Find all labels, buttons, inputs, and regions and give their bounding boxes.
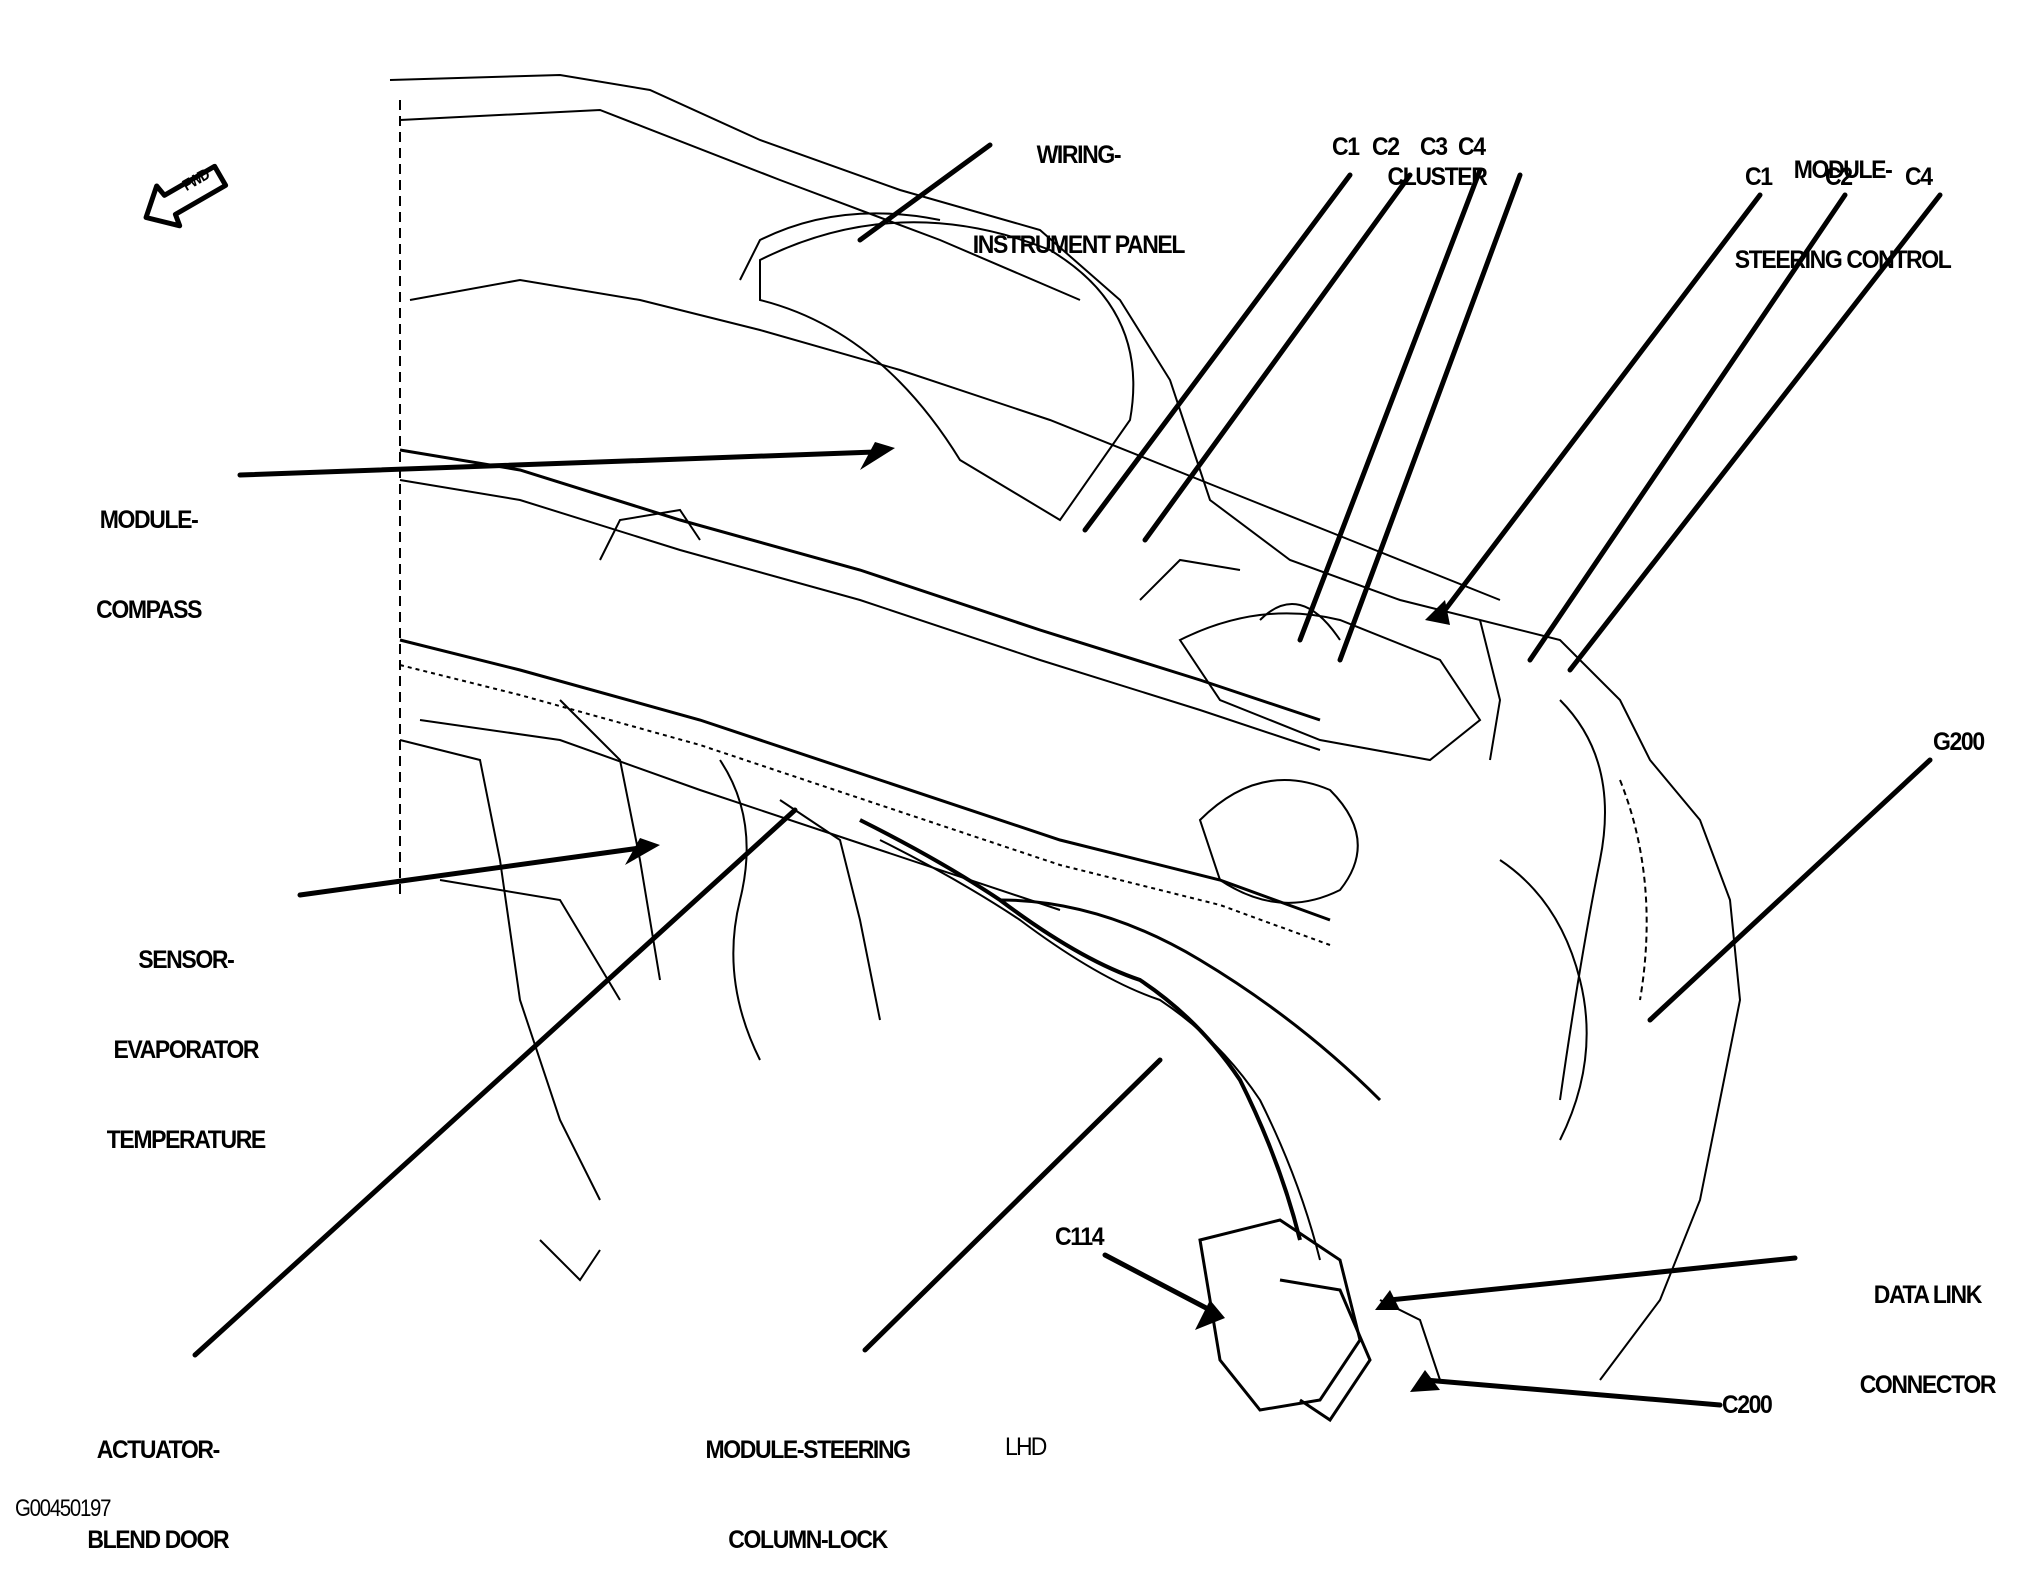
dash-linework [389, 73, 1742, 1423]
callout-line: CLUSTER [1387, 163, 1488, 191]
callout-line: TEMPERATURE [106, 1126, 267, 1154]
callout-module-compass: MODULE- COMPASS [75, 445, 222, 655]
callout-line: COMPASS [96, 596, 202, 624]
callout-module-steering-control: MODULE- STEERING CONTROL [1700, 95, 1985, 305]
figure-id: G00450197 [15, 1495, 111, 1522]
callout-line: SENSOR- [138, 946, 235, 974]
callout-line: BLEND DOOR [87, 1526, 229, 1554]
callout-g200: G200 [1933, 728, 1985, 756]
callout-wiring-instrument-panel: WIRING- INSTRUMENT PANEL [945, 80, 1212, 290]
callout-line: INSTRUMENT PANEL [972, 231, 1186, 259]
callout-line: MODULE- [1793, 156, 1893, 184]
callout-c114: C114 [1055, 1223, 1105, 1251]
leader-arrowheads [625, 442, 1450, 1392]
cluster-connector-c4: C4 [1458, 133, 1486, 161]
callout-line: MODULE-STEERING [705, 1436, 911, 1464]
leader-lines [192, 142, 1943, 1408]
steering-control-connector-c1: C1 [1745, 163, 1773, 191]
forward-direction-arrow [143, 163, 229, 229]
view-label: LHD [1005, 1433, 1047, 1461]
cluster-connector-c2: C2 [1372, 133, 1400, 161]
steering-control-connector-c2: C2 [1825, 163, 1853, 191]
callout-line: EVAPORATOR [113, 1036, 259, 1064]
callout-line: COLUMN-LOCK [728, 1526, 888, 1554]
cluster-connector-c1: C1 [1332, 133, 1360, 161]
callout-module-steering-column-lock: MODULE-STEERING COLUMN-LOCK [665, 1375, 950, 1585]
callout-c200: C200 [1722, 1391, 1773, 1419]
callout-line: STEERING CONTROL [1734, 246, 1952, 274]
cluster-connector-c3: C3 [1420, 133, 1448, 161]
callout-line: MODULE- [99, 506, 199, 534]
callout-line: DATA LINK [1873, 1281, 1983, 1309]
callout-line: WIRING- [1036, 141, 1122, 169]
callout-cluster: CLUSTER [1345, 102, 1529, 222]
callout-sensor-evaporator-temperature: SENSOR- EVAPORATOR TEMPERATURE [80, 885, 292, 1185]
callout-data-link-connector: DATA LINK CONNECTOR [1840, 1220, 2015, 1430]
steering-control-connector-c4: C4 [1905, 163, 1933, 191]
callout-line: CONNECTOR [1859, 1371, 1997, 1399]
callout-line: ACTUATOR- [96, 1436, 221, 1464]
callout-actuator-blend-door: ACTUATOR- BLEND DOOR [75, 1375, 241, 1585]
